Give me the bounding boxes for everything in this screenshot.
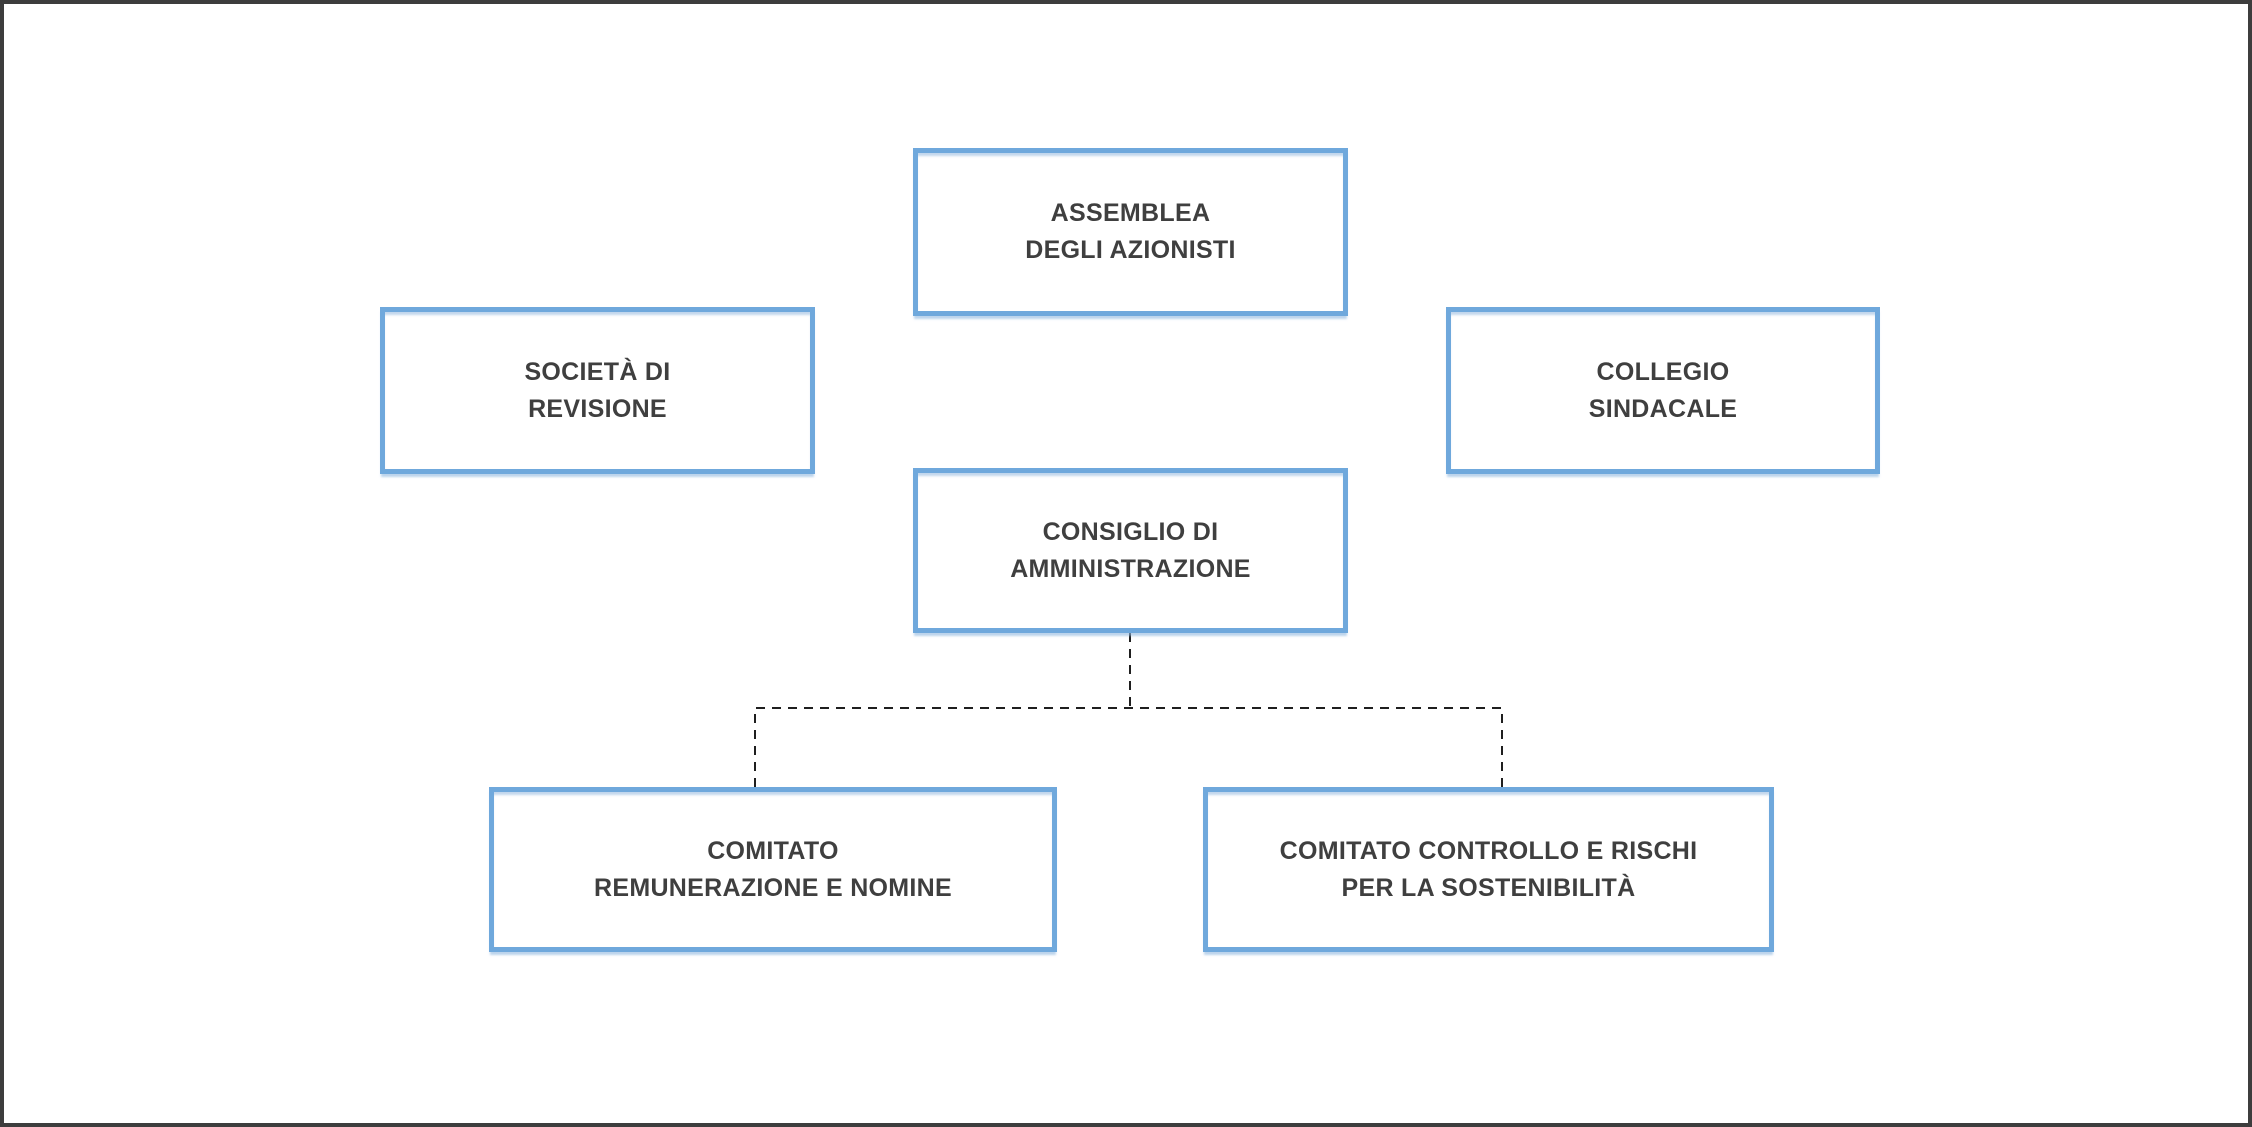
node-label: ASSEMBLEA DEGLI AZIONISTI bbox=[1025, 199, 1236, 264]
node-societa-di-revisione: SOCIETÀ DI REVISIONE bbox=[380, 307, 815, 474]
node-consiglio-di-amministrazione: CONSIGLIO DI AMMINISTRAZIONE bbox=[913, 468, 1348, 633]
node-assemblea-degli-azionisti: ASSEMBLEA DEGLI AZIONISTI bbox=[913, 148, 1348, 316]
node-label: COLLEGIO SINDACALE bbox=[1588, 357, 1738, 423]
node-label: SOCIETÀ DI REVISIONE bbox=[524, 357, 671, 423]
node-label: COMITATO CONTROLLO E RISCHI PER LA SOSTE… bbox=[1279, 836, 1698, 902]
node-label: CONSIGLIO DI AMMINISTRAZIONE bbox=[1010, 517, 1251, 583]
node-comitato-controllo-e-rischi: COMITATO CONTROLLO E RISCHI PER LA SOSTE… bbox=[1203, 787, 1774, 952]
node-collegio-sindacale: COLLEGIO SINDACALE bbox=[1446, 307, 1880, 474]
node-comitato-remunerazione-e-nomine: COMITATO REMUNERAZIONE E NOMINE bbox=[489, 787, 1057, 952]
node-label: COMITATO REMUNERAZIONE E NOMINE bbox=[593, 836, 952, 902]
